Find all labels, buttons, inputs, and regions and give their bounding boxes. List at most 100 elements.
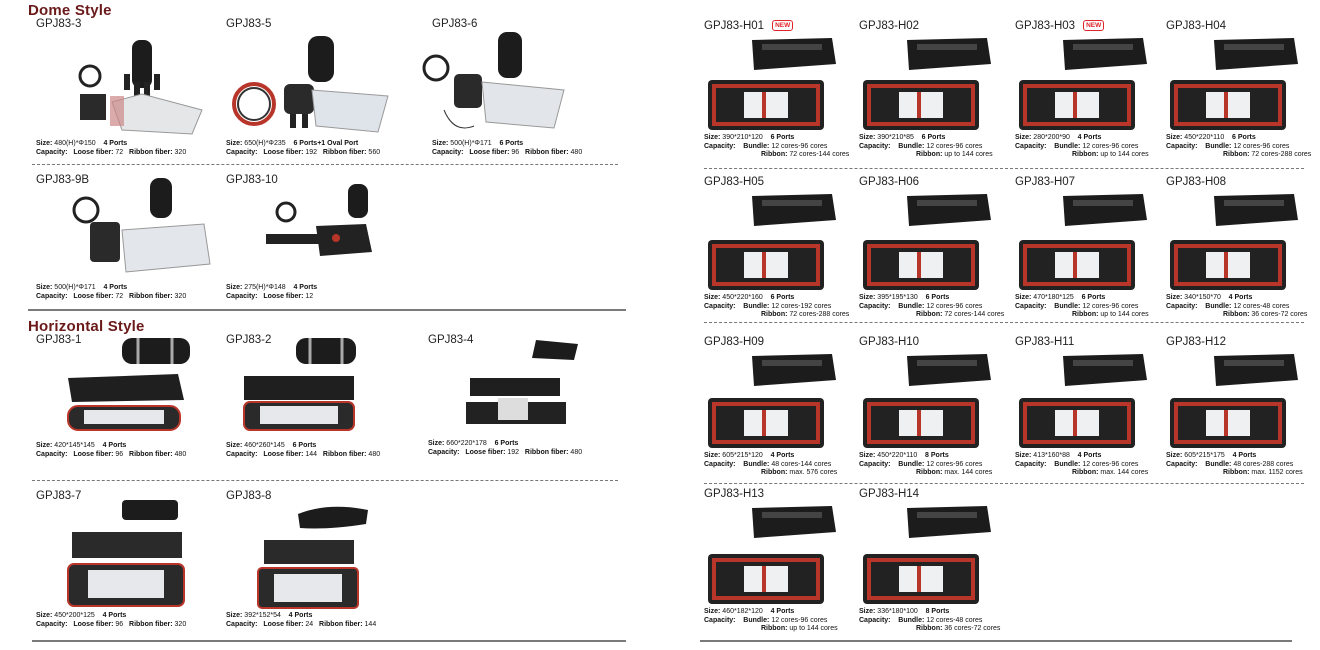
- size-value: 413*160*88: [1033, 452, 1070, 459]
- dome-closure-opened-image: [1170, 194, 1298, 290]
- product-gpj83-6[interactable]: GPJ83-6 Size: 500(H)*Φ171 6 Ports Capaci…: [422, 18, 632, 158]
- model-name: GPJ83-H11: [1015, 336, 1075, 348]
- model-name: GPJ83-H07: [1015, 176, 1076, 188]
- model-name: GPJ83-H08: [1166, 176, 1227, 188]
- product-specs: Size: 420*145*145 4 Ports Capacity: Loos…: [36, 442, 187, 458]
- model-name: GPJ83-H10: [859, 336, 920, 348]
- size-value: 336*180*100: [877, 608, 918, 615]
- ribbon-value: up to 144 cores: [789, 625, 838, 633]
- product-gpj83-1[interactable]: GPJ83-1 Size: 420*145*145 4 Ports Capaci…: [36, 334, 226, 464]
- model-name: GPJ83-2: [226, 334, 272, 346]
- model-name: GPJ83-H13: [704, 488, 765, 500]
- model-name: GPJ83-1: [36, 334, 82, 346]
- size-value: 500(H)*Φ171: [450, 140, 492, 147]
- dome-closure-image: [422, 32, 565, 129]
- ports-value: 4 Ports: [770, 608, 795, 615]
- bundle-value: 12 cores-96 cores: [771, 142, 828, 150]
- ports-value: 6 Ports: [770, 134, 795, 141]
- ports-value: 4 Ports: [1077, 452, 1102, 459]
- product-specs: Size: 450*200*125 4 Ports Capacity: Loos…: [36, 612, 187, 628]
- bundle-value: 12 cores-48 cores: [926, 616, 983, 624]
- size-value: 280*200*90: [1033, 134, 1070, 141]
- dome-closure-opened-image: [1019, 194, 1147, 290]
- ports-value: 6 Ports+1 Oval Port: [293, 140, 359, 147]
- horizontal-style-title: Horizontal Style: [28, 318, 145, 335]
- dome-closure-opened-image: [708, 506, 836, 604]
- model-name: GPJ83-8: [226, 490, 272, 502]
- ports-value: 6 Ports: [925, 294, 950, 301]
- size-value: 275(H)*Φ148: [244, 284, 286, 291]
- new-badge: NEW: [1083, 20, 1105, 31]
- ports-value: 4 Ports: [770, 452, 795, 459]
- dome-closure-image: [78, 40, 203, 135]
- size-value: 460*260*145: [244, 442, 285, 449]
- ribbon-value: 72 cores-144 cores: [944, 311, 1005, 319]
- product-gpj83-2[interactable]: GPJ83-2 Size: 460*260*145 6 Ports Capaci…: [226, 334, 426, 464]
- ribbon-value: 72 cores-288 cores: [789, 311, 850, 319]
- page-bottom-line: [700, 640, 1292, 642]
- ribbon-value: max. 144 cores: [944, 469, 993, 477]
- dome-closure-opened-image: [1170, 38, 1298, 130]
- ports-value: 6 Ports: [292, 442, 317, 449]
- dome-closure-image: [232, 36, 389, 133]
- size-value: 650(H)*Φ235: [244, 140, 286, 147]
- model-name: GPJ83-H12: [1166, 336, 1227, 348]
- ribbon-value: max. 1152 cores: [1251, 469, 1303, 477]
- ports-value: 8 Ports: [925, 452, 949, 459]
- model-name: GPJ83-6: [432, 18, 478, 30]
- ports-value: 4 Ports: [1228, 294, 1253, 301]
- product-specs: Size: 275(H)*Φ148 4 Ports Capacity: Loos…: [226, 284, 318, 300]
- ports-value: 6 Ports: [494, 440, 519, 447]
- horizontal-closure-image: [257, 506, 368, 609]
- product-gpj83-4[interactable]: GPJ83-4 Size: 660*220*178 6 Ports Capaci…: [428, 334, 628, 464]
- model-name: GPJ83-H14: [859, 488, 920, 500]
- product-specs: Size: 650(H)*Φ235 6 Ports+1 Oval Port Ca…: [226, 140, 381, 156]
- dome-closure-opened-image: [863, 38, 991, 130]
- ports-value: 6 Ports: [1081, 294, 1106, 301]
- dome-closure-opened-image: [708, 194, 836, 290]
- bundle-value: 12 cores-96 cores: [771, 616, 828, 624]
- product-gpj83-7[interactable]: GPJ83-7 Size: 450*200*125 4 Ports Capaci…: [36, 490, 226, 630]
- product-specs: Size: 460*260*145 6 Ports Capacity: Loos…: [226, 442, 381, 458]
- ports-value: 4 Ports: [293, 284, 318, 291]
- separator: [32, 480, 618, 481]
- dome-closure-opened-image: [1019, 38, 1147, 130]
- bundle-value: 48 cores-288 cores: [1233, 460, 1294, 468]
- size-value: 420*145*145: [54, 442, 95, 449]
- bundle-value: 48 cores-144 cores: [771, 460, 832, 468]
- product-gpj83-3[interactable]: GPJ83-3 Size: 480(H)*Φ150 4 Ports Capaci…: [36, 18, 226, 158]
- size-value: 390*210*85: [877, 134, 914, 141]
- product-gpj83-5[interactable]: GPJ83-5 Size: 650(H)*Φ235 6 Ports+1 Oval…: [226, 18, 426, 158]
- ports-value: 4 Ports: [102, 442, 127, 449]
- size-value: 450*220*160: [722, 294, 763, 301]
- product-gpj83-8[interactable]: GPJ83-8 Size: 392*152*54 4 Ports Capacit…: [226, 490, 426, 630]
- product-gpj83-10[interactable]: GPJ83-10 Size: 275(H)*Φ148 4 Ports Capac…: [226, 174, 416, 302]
- product-gpj83-9b[interactable]: GPJ83-9B Size: 500(H)*Φ171 4 Ports Capac…: [36, 174, 226, 302]
- size-value: 390*210*120: [722, 134, 763, 141]
- size-value: 392*152*54: [244, 612, 281, 619]
- page-bottom-line: [32, 640, 626, 642]
- ribbon-value: 36 cores-72 cores: [944, 625, 1001, 633]
- ribbon-value: 36 cores-72 cores: [1251, 311, 1308, 319]
